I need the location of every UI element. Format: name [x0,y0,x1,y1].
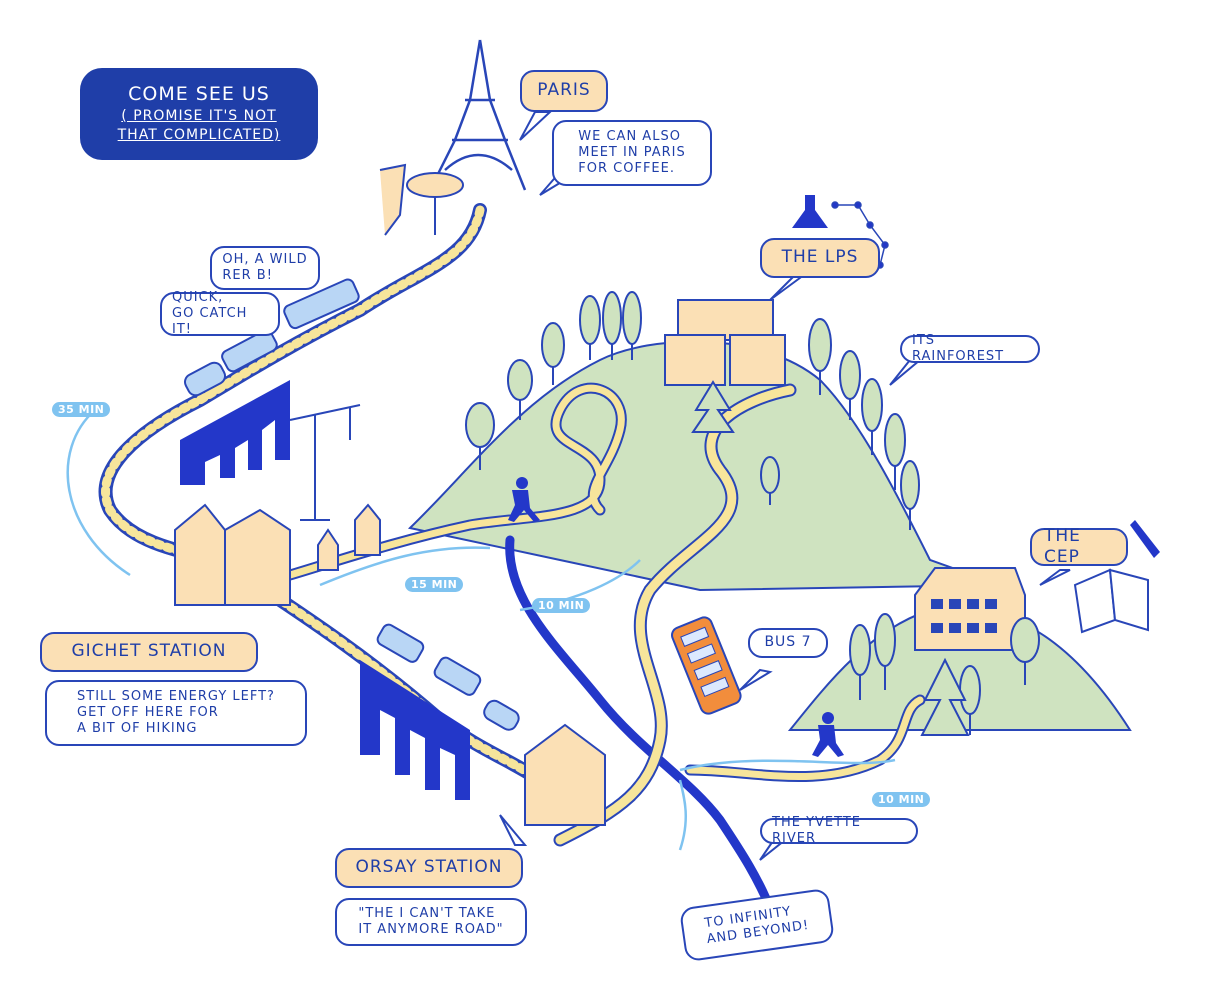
gichet-hike-note: STILL SOME ENERGY LEFT? GET OFF HERE FOR… [45,680,307,746]
pencil-icon [1130,520,1160,558]
eiffel-tower-icon [428,39,527,191]
rainforest-note: ITS RAINFOREST [900,333,1040,364]
rer-wild-note: OH, A WILD RER B! [210,246,320,290]
cep-building [914,567,1026,651]
crane-icon [289,404,361,521]
gichet-station-building [174,503,291,606]
header-subtitle: ( PROMISE IT'S NOT THAT COMPLICATED) [117,108,281,143]
orsay-station-building [524,723,606,826]
paris-label: PARIS [520,70,608,112]
paris-coffee-note: WE CAN ALSO MEET IN PARIS FOR COFFEE. [552,120,712,186]
bus-icon [671,616,742,715]
coffee-cup-icon [379,163,464,236]
book-icon [1073,568,1149,634]
orsay-station-label: ORSAY STATION [335,848,523,888]
yvette-river [505,535,780,925]
viaduct-lower [360,660,470,800]
flask-icon [792,195,828,228]
train-icon [183,278,520,731]
trees [465,291,1040,736]
viaduct-upper [180,380,290,485]
gichet-station-label: GICHET STATION [40,632,258,672]
constellation-icon [831,201,889,269]
time-paris-gichet: 35 MIN [52,402,111,417]
time-orsay-lps: 10 MIN [532,598,591,613]
header-banner: COME SEE US ( PROMISE IT'S NOT THAT COMP… [80,68,318,160]
small-houses [317,503,381,571]
time-gichet-lps: 15 MIN [405,577,464,592]
time-orsay-cep: 10 MIN [872,792,931,807]
cep-label: THE CEP [1030,526,1128,567]
header-title: COME SEE US [128,83,270,106]
hiker-icon [508,477,844,757]
yvette-river-label: THE YVETTE RIVER [760,815,918,846]
rer-catch-note: QUICK, GO CATCH IT! [160,290,280,337]
lps-label: THE LPS [760,238,880,278]
bus-7-label: BUS 7 [748,628,828,658]
orsay-road-note: "THE I CAN'T TAKE IT ANYMORE ROAD" [335,898,527,946]
lps-building [664,299,786,386]
